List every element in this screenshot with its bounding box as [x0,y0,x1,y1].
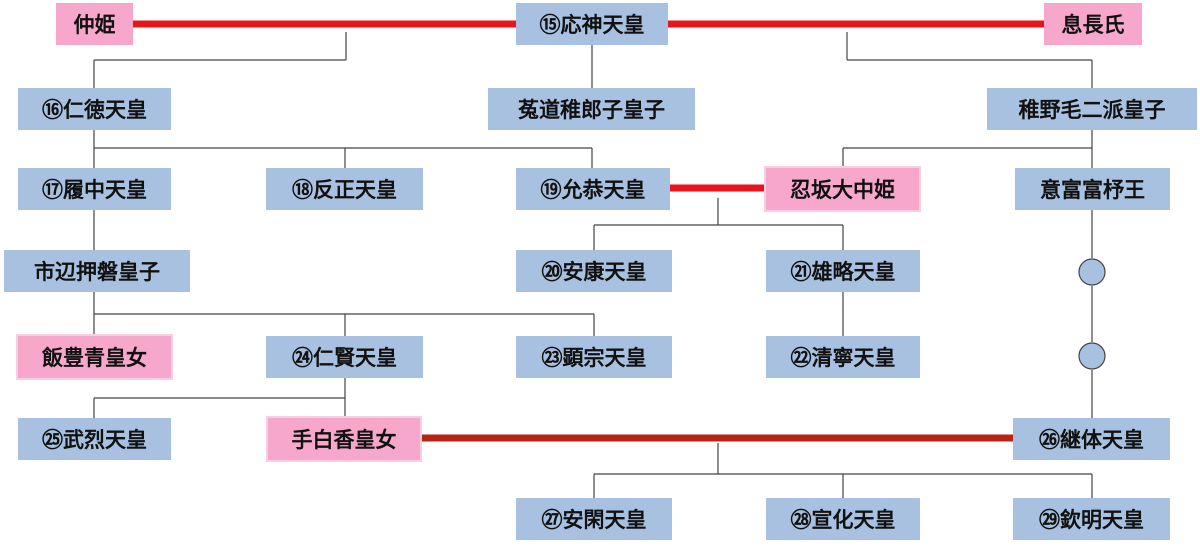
node-ankan: ㉗安閑天皇 [516,498,672,540]
node-kinmei: ㉙欽明天皇 [1013,498,1170,540]
node-seinei: ㉒清寧天皇 [766,336,920,378]
node-yuryaku: ㉑雄略天皇 [766,250,920,292]
node-anko: ⑳安康天皇 [516,250,672,292]
node-iitoyo: 飯豊青皇女 [18,336,171,378]
descent-ingyo [593,198,844,250]
node-hanzei: ⑱反正天皇 [266,168,423,210]
node-buretsu: ㉕武烈天皇 [18,418,171,460]
descent-ichinobe [93,292,595,336]
node-wakanuke: 稚野毛二派皇子 [987,88,1197,130]
descent-ojin-nakatsuhime [93,32,347,88]
node-ohodo: 意富富杼王 [1015,168,1170,210]
node-nakatsuhime: 仲姫 [56,3,133,45]
node-okinaga: 息長氏 [1044,3,1142,45]
node-ichinobe: 市辺押磐皇子 [4,250,190,292]
node-uji: 菟道稚郎子皇子 [488,88,695,130]
unknown-ancestor-2 [1078,342,1106,370]
node-ninken: ㉔仁賢天皇 [266,336,423,378]
descent-nintoku [93,128,593,168]
node-richu: ⑰履中天皇 [18,168,171,210]
node-ingyo: ⑲允恭天皇 [516,168,670,210]
descent-wakanuke [842,128,1093,168]
node-senka: ㉘宣化天皇 [766,498,920,540]
node-osakanoonakatsu: 忍坂大中姫 [766,168,919,210]
descent-keitai [593,443,1093,498]
node-tashiraka: 手白香皇女 [268,418,420,460]
node-keitai: ㉖継体天皇 [1013,418,1170,460]
unknown-ancestor-1 [1078,258,1106,286]
node-kenzo: ㉓顕宗天皇 [516,336,672,378]
descent-ojin-okinaga [846,32,1093,88]
node-nintoku: ⑯仁徳天皇 [18,88,171,130]
descent-ninken [93,378,346,418]
node-ojin: ⑮応神天皇 [516,3,668,45]
